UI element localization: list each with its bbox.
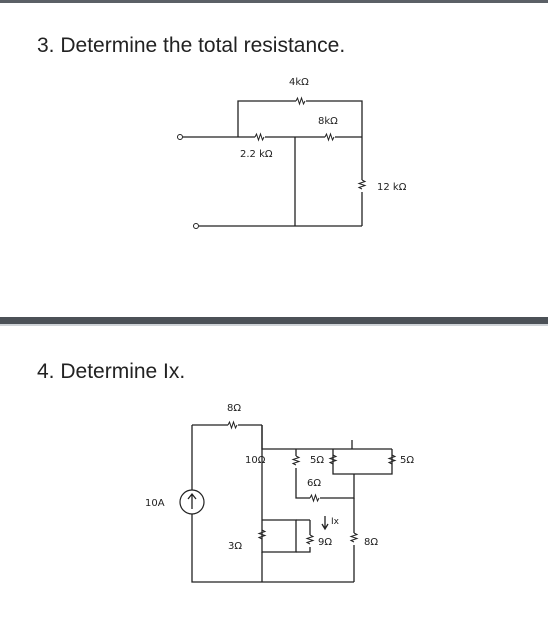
question-4-title: 4. Determine Ix.	[37, 360, 186, 383]
label-4k: 4kΩ	[289, 77, 309, 88]
resistor-3	[257, 529, 267, 540]
resistor-5-right	[387, 454, 397, 465]
resistor-8-right	[349, 532, 359, 543]
resistor-6	[309, 493, 320, 503]
question-3-title: 3. Determine the total resistance.	[37, 34, 346, 57]
label-8-right: 8Ω	[364, 537, 378, 548]
resistor-2-2k	[254, 132, 265, 142]
resistor-8k	[324, 132, 335, 142]
label-9: 9Ω	[318, 537, 332, 548]
wire-box-5	[332, 449, 393, 475]
terminal-bottom	[193, 223, 199, 229]
section-divider	[0, 317, 548, 324]
label-5-right: 5Ω	[400, 455, 414, 466]
wire-4k-branch	[237, 100, 363, 137]
label-ix: Ix	[331, 517, 340, 527]
label-10: 10Ω	[245, 455, 266, 466]
resistor-12k	[357, 179, 367, 190]
label-3: 3Ω	[228, 541, 242, 552]
label-12k: 12 kΩ	[377, 182, 407, 193]
label-8k: 8kΩ	[318, 116, 338, 127]
resistor-5-left	[328, 454, 338, 465]
label-5-left: 5Ω	[310, 455, 324, 466]
section-divider-shadow	[0, 324, 548, 326]
circuit-diagram-q3: 4kΩ 8kΩ 2.2 kΩ 12 kΩ	[177, 77, 407, 229]
ix-arrow	[321, 516, 329, 531]
label-6: 6Ω	[307, 478, 321, 489]
label-8-top: 8Ω	[227, 403, 241, 414]
resistor-4k	[295, 96, 306, 106]
wire-left	[191, 425, 354, 583]
label-2-2k: 2.2 kΩ	[240, 149, 273, 160]
wire-box-3	[261, 498, 297, 553]
resistor-9	[305, 534, 315, 545]
wire-9	[296, 519, 311, 553]
wire-6	[295, 474, 355, 499]
resistor-10	[291, 455, 301, 466]
current-source-arrow	[187, 492, 197, 509]
terminal-top	[177, 134, 183, 140]
wire-top-right	[261, 425, 392, 450]
label-source: 10A	[145, 498, 165, 509]
top-border	[0, 0, 548, 3]
resistor-8-top	[227, 420, 238, 430]
